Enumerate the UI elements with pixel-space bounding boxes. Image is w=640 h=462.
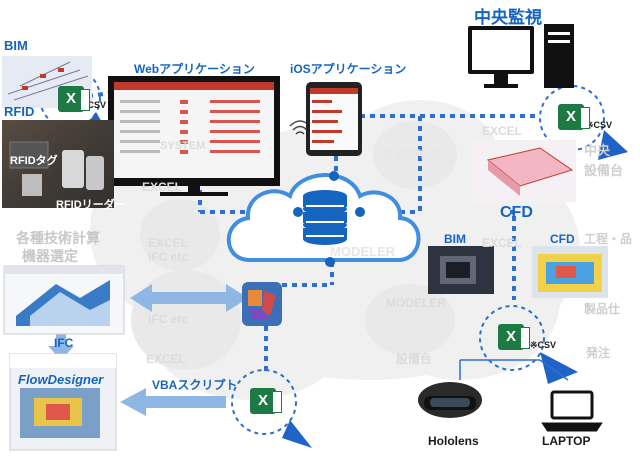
- cfd-right-label: CFD: [550, 232, 575, 246]
- app-hub-icon: [242, 282, 282, 326]
- ios-phone: [306, 82, 362, 156]
- bg-word-excel: EXCEL: [148, 236, 189, 250]
- bg-word-system-2: SYSTEM: [160, 140, 206, 152]
- monitor-computer-icon: [468, 24, 574, 88]
- bg-word-excel-4: EXCEL: [482, 236, 523, 250]
- bim-label: BIM: [4, 38, 28, 53]
- central-cloud: [226, 171, 421, 267]
- excel-icon-vba: X: [250, 388, 282, 414]
- bg-word-ifc-2: IFC etc: [148, 312, 189, 326]
- flowdesigner-screenshot: [9, 353, 117, 451]
- bg-word-system: SYSTEM: [384, 146, 442, 162]
- right-text-1: 中央: [584, 143, 611, 158]
- light-arrows: [48, 284, 248, 416]
- bg-word-excel-5: EXCEL: [146, 352, 187, 366]
- csv-label-right: ※CSV: [586, 120, 613, 130]
- rfid-tag-label: RFIDタグ: [10, 155, 58, 167]
- hololens-icon: [418, 382, 482, 418]
- bim-server-image: [428, 246, 494, 294]
- rfid-photo: [2, 120, 114, 208]
- laptop-label: LAPTOP: [542, 434, 591, 448]
- ios-app-label: iOSアプリケーション: [290, 62, 407, 76]
- rfid-reader-label: RFIDリーダー: [56, 199, 126, 211]
- bg-word-setsubi: 設備台: [396, 352, 433, 366]
- bim-right-label: BIM: [444, 232, 466, 246]
- web-app-monitor: [108, 76, 280, 196]
- laptop-icon: [541, 390, 603, 432]
- right-text-5: 発注: [586, 346, 611, 360]
- vba-script-label: VBAスクリプト: [152, 378, 238, 392]
- calc-label-line2: 機器選定: [22, 248, 78, 264]
- excel-icon-bottom-right: X: [498, 324, 530, 350]
- central-monitoring-title: 中央監視: [474, 8, 542, 27]
- bg-word-excel-2: EXCEL: [142, 180, 183, 194]
- ifc-label: IFC: [54, 336, 74, 350]
- right-text-2: 設備台: [584, 163, 624, 178]
- bg-word-excel-3: EXCEL: [482, 124, 523, 138]
- excel-icon-left: X: [58, 86, 90, 112]
- hololens-label: Hololens: [428, 434, 479, 448]
- bg-word-modeler-2: MODELER: [386, 296, 446, 310]
- right-text-4: 製品仕: [584, 302, 621, 316]
- excel-icon-right: X: [558, 104, 590, 130]
- web-app-label: Webアプリケーション: [134, 62, 255, 76]
- calc-label-line1: 各種技術計算: [16, 230, 100, 246]
- right-text-3: 工程・品: [584, 232, 633, 246]
- rfid-label: RFID: [4, 104, 35, 119]
- cfd-image-right: [532, 246, 608, 298]
- csv-label-bottom: ※CSV: [530, 340, 557, 350]
- calc-screenshot: [3, 265, 125, 335]
- bg-word-ifc: IFC etc: [148, 250, 189, 264]
- monitoring-3d-image: [472, 140, 576, 202]
- csv-label-left: ※CSV: [80, 100, 107, 110]
- bg-word-modeler: MODELER: [330, 244, 395, 259]
- flowdesigner-logo-text: FlowDesigner: [18, 372, 104, 387]
- cfd-main-label: CFD: [500, 204, 533, 221]
